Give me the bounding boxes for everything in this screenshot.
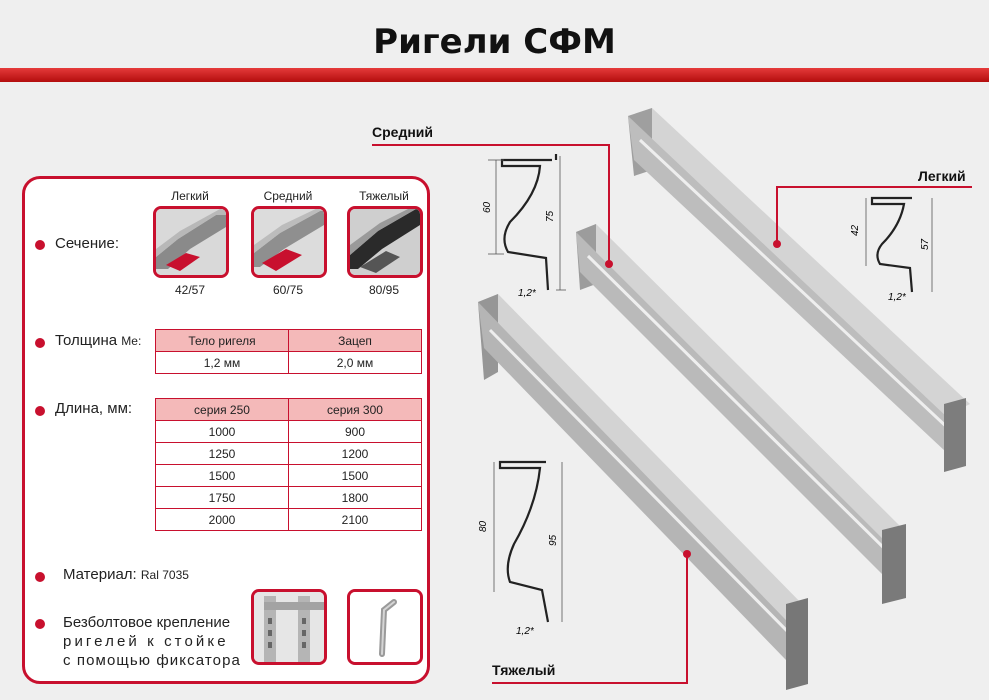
dim-medium-h1: 60 [482,201,493,213]
table-cell: 1750 [155,486,289,509]
table-header: Тело ригеля [155,329,289,352]
table-cell: 900 [288,420,422,443]
beam-heavy [478,294,808,690]
thickness-table: Тело ригеля Зацеп 1,2 мм 2,0 мм [155,329,422,374]
section-photo-heavy [347,206,423,278]
leader-line [686,554,688,684]
leader-line [372,144,610,146]
bullet [35,338,45,348]
leader-line [608,144,610,262]
bullet [35,406,45,416]
bullet [35,572,45,582]
bullet [35,619,45,629]
mount-photo-rack [251,589,327,665]
profile-medium [500,154,558,291]
callout-heavy: Тяжелый [492,662,556,678]
table-cell: 1500 [288,464,422,487]
profile-light [870,196,914,293]
table-cell: 2000 [155,508,289,531]
thickness-label: Толщина Me: [55,332,141,349]
dim-light-h1: 42 [850,224,861,236]
thickness-label-suffix: Me: [121,334,142,348]
table-cell: 2,0 мм [288,351,422,374]
leader-line [776,186,778,244]
type-size-light: 42/57 [174,283,206,297]
type-size-heavy: 80/95 [368,283,400,297]
table-cell: 1250 [155,442,289,465]
table-cell: 2100 [288,508,422,531]
profile-heavy-dims [493,462,563,622]
mount-text: Безболтовое крепление ригелей к стойке с… [63,613,241,670]
table-header: серия 300 [288,398,422,421]
mount-photo-latch [347,589,423,665]
table-cell: 1000 [155,420,289,443]
page-title: Ригели СФМ [373,22,616,62]
table-header: Зацеп [288,329,422,352]
leader-dot [683,550,691,558]
type-name-light: Легкий [171,189,209,203]
table-cell: 1500 [155,464,289,487]
mount-line-3: с помощью фиксатора [63,652,241,669]
dim-medium-angle: 1,2* [518,288,537,299]
mount-line-2: ригелей к стойке [63,633,229,650]
spec-panel: Сечение: Легкий Средний Тяжелый 42/57 60… [22,176,430,684]
dim-light-h2: 57 [920,238,931,250]
table-cell: 1800 [288,486,422,509]
type-name-medium: Средний [263,189,313,203]
dim-light-angle: 1,2* [888,292,907,303]
beam-medium [576,224,906,604]
table-cell: 1200 [288,442,422,465]
section-photo-light [153,206,229,278]
beams-drawing: 60 75 1,2* 42 57 1,2* 80 95 1,2* [478,108,970,690]
type-name-heavy: Тяжелый [359,189,409,203]
bullet [35,240,45,250]
section-label: Сечение: [55,235,120,252]
length-label: Длина, мм: [55,400,133,417]
dim-heavy-h1: 80 [478,520,489,532]
dim-medium-h2: 75 [545,210,556,222]
profile-heavy [498,460,550,623]
leader-dot [773,240,781,248]
dim-heavy-h2: 95 [548,534,559,546]
material-label: Материал: Ral 7035 [63,566,189,583]
title-red-bar [0,68,989,82]
mount-line-1: Безболтовое крепление [63,614,231,631]
profile-medium-dims [488,156,566,291]
callout-medium: Средний [372,124,434,140]
leader-line [776,186,972,188]
beam-light [628,108,970,472]
section-photo-medium [251,206,327,278]
type-size-medium: 60/75 [272,283,304,297]
callout-light: Легкий [918,168,966,184]
table-header: серия 250 [155,398,289,421]
profile-light-dims [865,198,933,292]
material-value: Ral 7035 [140,568,189,582]
leader-line [492,682,688,684]
thickness-label-text: Толщина [55,332,118,349]
table-cell: 1,2 мм [155,351,289,374]
leader-dot [605,260,613,268]
material-label-text: Материал: [63,566,137,583]
dim-heavy-angle: 1,2* [516,626,535,637]
